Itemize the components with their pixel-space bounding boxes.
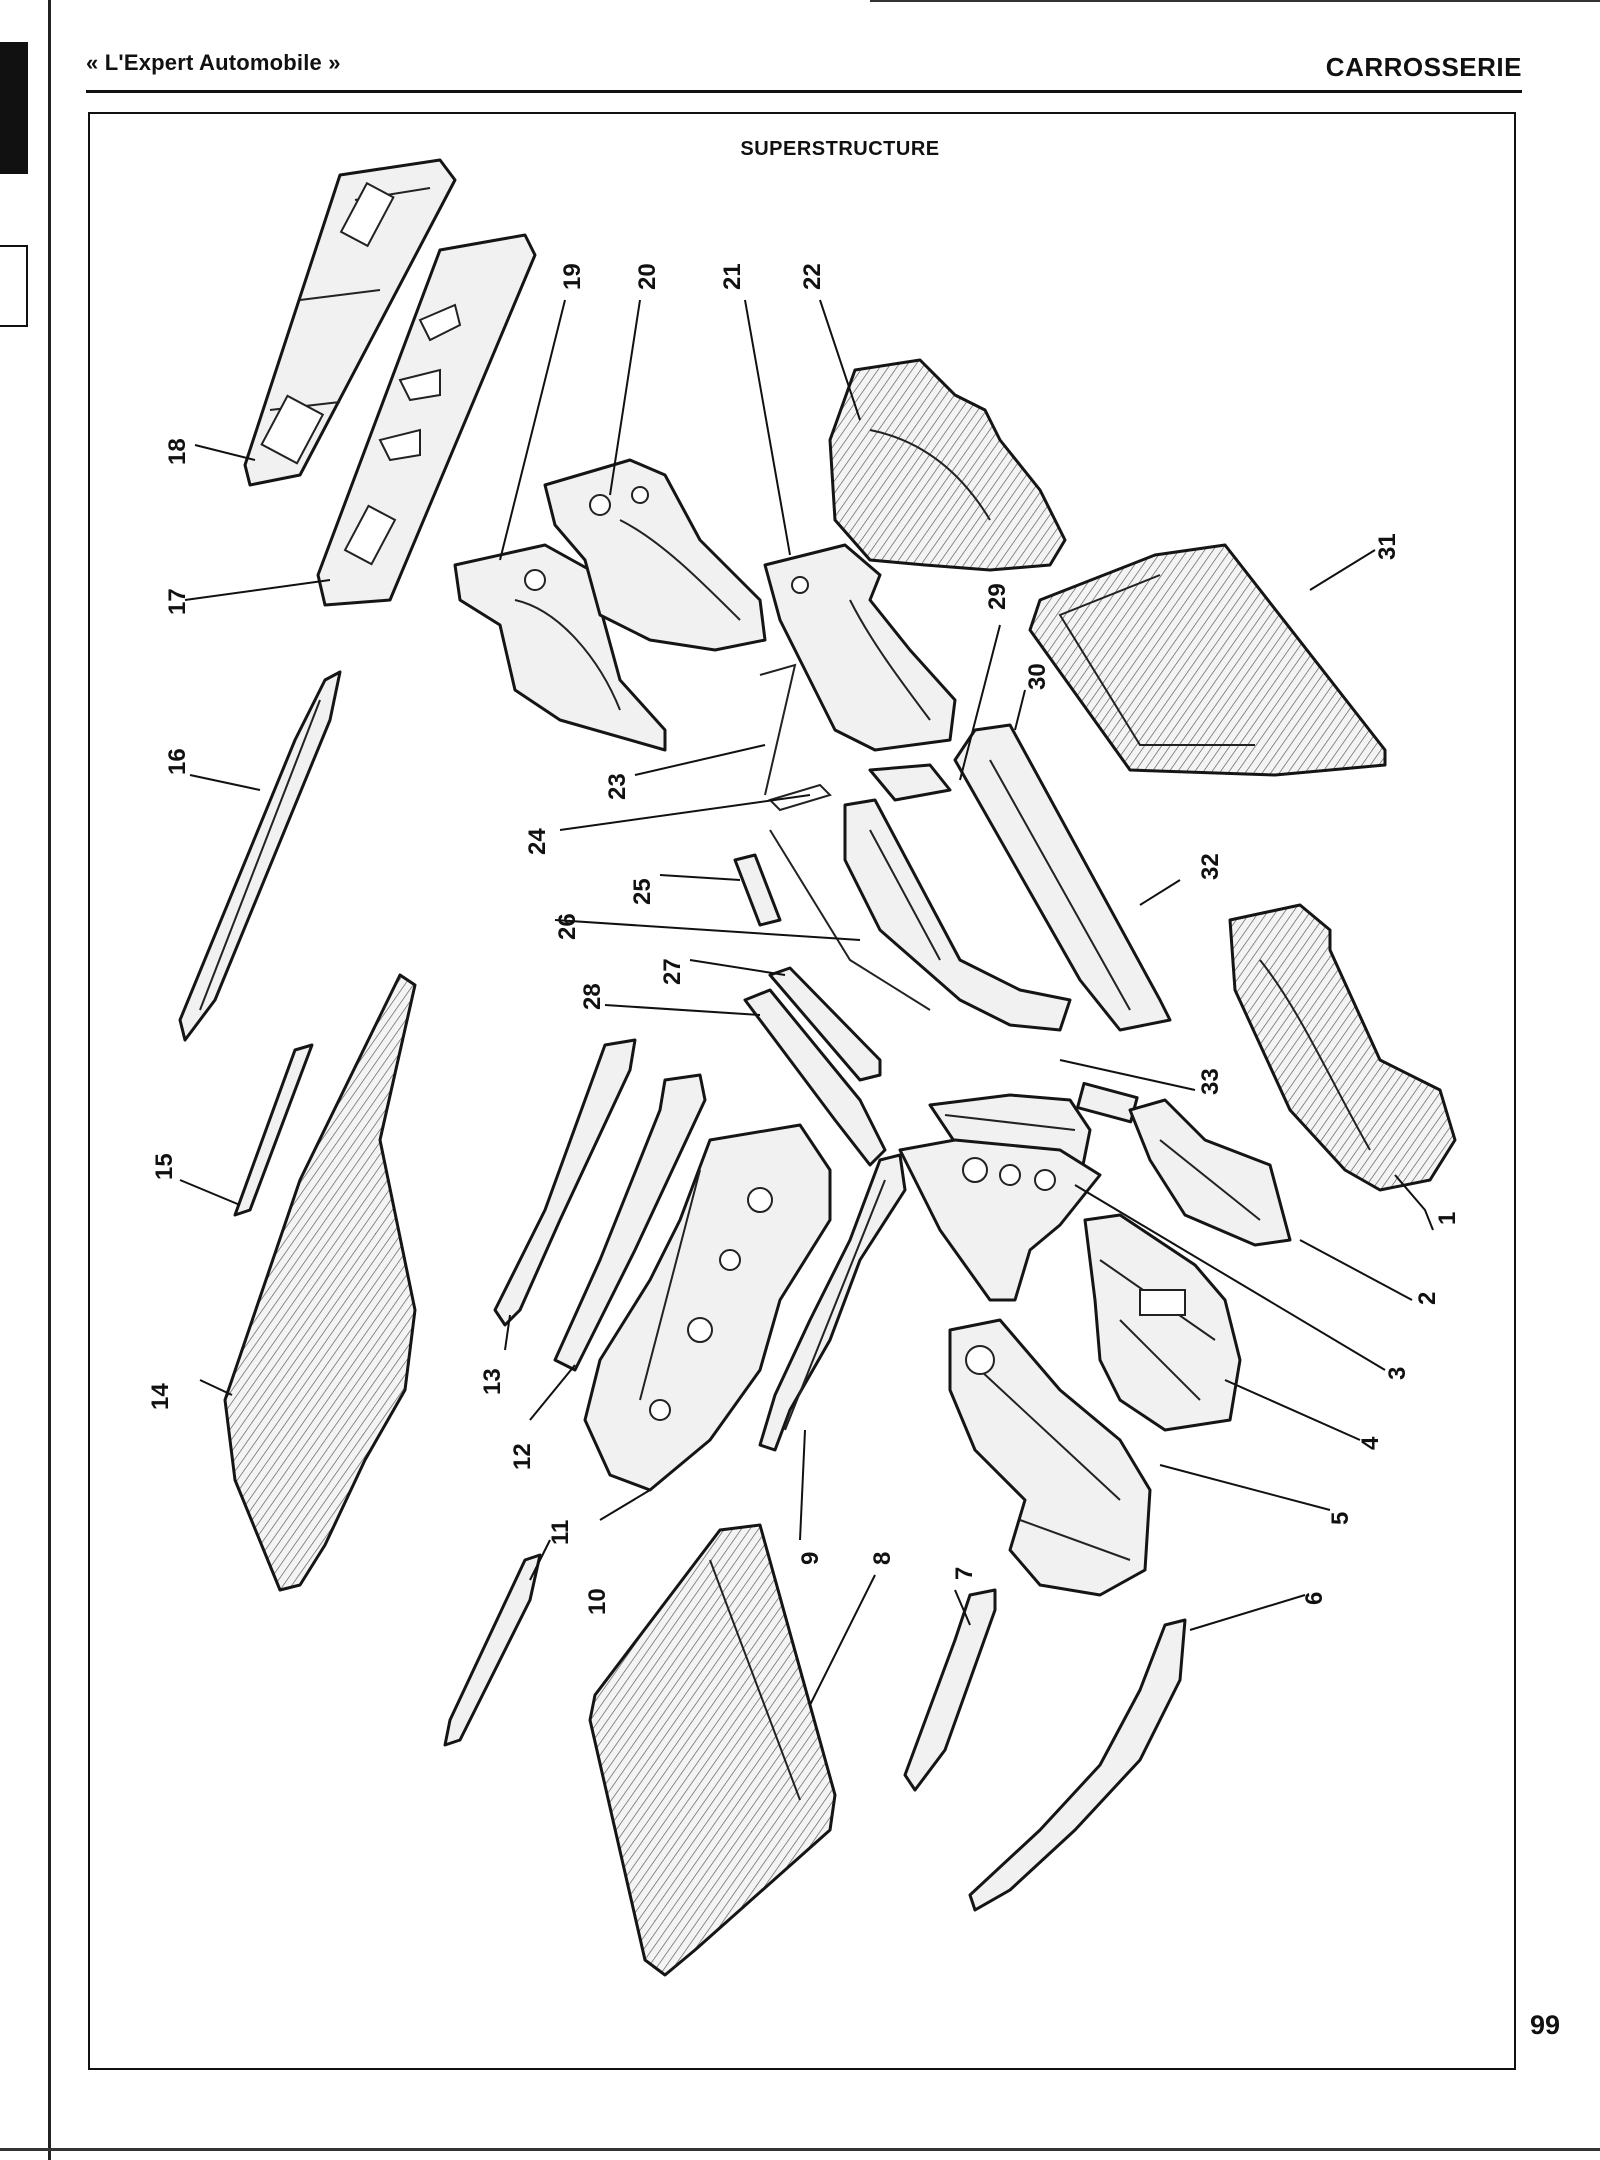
callout-10: 10 xyxy=(584,1588,611,1615)
part-18-rear-panel xyxy=(243,158,457,487)
part-16-roof-rail xyxy=(178,670,342,1042)
part-10-floor-pan xyxy=(583,1123,832,1492)
callout-12: 12 xyxy=(509,1443,536,1470)
part-22-rear-quarter-panel xyxy=(828,358,1067,572)
diagram-title: SUPERSTRUCTURE xyxy=(740,138,940,160)
callout-1: 1 xyxy=(1434,1212,1461,1225)
part-23-24-strips xyxy=(759,663,832,812)
part-15-strip xyxy=(233,1043,314,1217)
callout-21: 21 xyxy=(719,263,746,290)
part-8-bonnet xyxy=(588,1523,837,1977)
callout-11: 11 xyxy=(547,1520,574,1545)
page-binding-edge xyxy=(48,0,51,2160)
part-1-front-fender xyxy=(1228,903,1457,1192)
callout-6: 6 xyxy=(1301,1592,1328,1605)
part-25-28-pillars xyxy=(733,829,931,1167)
callout-4: 4 xyxy=(1357,1436,1384,1450)
callout-2: 2 xyxy=(1414,1292,1441,1305)
publication-title: « L'Expert Automobile » xyxy=(86,50,341,75)
part-3-front-wheel-arch xyxy=(898,1138,1102,1302)
part-7-front-panel xyxy=(903,1588,997,1792)
callout-9: 9 xyxy=(797,1552,824,1565)
callout-17: 17 xyxy=(164,588,191,615)
callout-32: 32 xyxy=(1197,853,1224,880)
callout-29: 29 xyxy=(984,583,1011,610)
callout-5: 5 xyxy=(1327,1512,1354,1525)
callout-15: 15 xyxy=(151,1153,178,1180)
thumb-index-tab xyxy=(0,42,28,174)
thumb-index-box xyxy=(0,245,28,327)
callout-3: 3 xyxy=(1384,1367,1411,1380)
part-29-bracket xyxy=(868,763,952,802)
callout-28: 28 xyxy=(579,983,606,1010)
callout-leaders xyxy=(179,299,1434,1706)
callout-24: 24 xyxy=(524,828,551,855)
callout-31: 31 xyxy=(1374,533,1401,560)
callout-labels: 1 2 3 4 5 6 7 8 9 10 11 12 13 14 15 16 1… xyxy=(147,263,1461,1615)
part-14-roof-panel xyxy=(223,973,417,1592)
callout-7: 7 xyxy=(951,1567,978,1580)
part-12-central-cross-member xyxy=(553,1073,707,1372)
callout-30: 30 xyxy=(1024,663,1051,690)
callout-20: 20 xyxy=(634,263,661,290)
part-19-inner-wheel-arch xyxy=(453,543,667,752)
header-rule xyxy=(86,90,1522,93)
part-4-front-side-member xyxy=(1083,1213,1242,1432)
callout-8: 8 xyxy=(869,1552,896,1565)
callout-13: 13 xyxy=(479,1368,506,1395)
callout-27: 27 xyxy=(659,958,686,985)
callout-18: 18 xyxy=(164,438,191,465)
part-11-pillar xyxy=(443,1553,542,1747)
part-17-rear-cross-panel xyxy=(316,233,537,607)
page-number: 99 xyxy=(1530,2010,1561,2040)
part-6-lower-cross-member xyxy=(968,1618,1187,1912)
part-30-32-sill-and-pillar xyxy=(843,723,1172,1124)
page-bottom-edge xyxy=(0,2148,1600,2151)
part-9-front-inner-wing xyxy=(758,1153,907,1452)
part-5-front-chassis-leg xyxy=(948,1318,1152,1597)
section-title: CARROSSERIE xyxy=(1325,52,1522,82)
part-2-wing-support xyxy=(1128,1098,1292,1247)
callout-19: 19 xyxy=(559,263,586,290)
callout-14: 14 xyxy=(147,1383,174,1410)
part-13-front-cross-member xyxy=(493,1038,637,1327)
part-21-rear-quarter-inner xyxy=(763,543,957,752)
callout-23: 23 xyxy=(604,773,631,800)
callout-26: 26 xyxy=(554,913,581,940)
part-31-door xyxy=(1028,543,1387,777)
callout-25: 25 xyxy=(629,878,656,905)
callout-16: 16 xyxy=(164,748,191,775)
callout-33: 33 xyxy=(1197,1068,1224,1095)
callout-22: 22 xyxy=(799,263,826,290)
part-20-wheel-arch-panel xyxy=(543,458,767,652)
diagram-frame xyxy=(88,112,1516,2070)
page-top-edge xyxy=(870,0,1600,2)
